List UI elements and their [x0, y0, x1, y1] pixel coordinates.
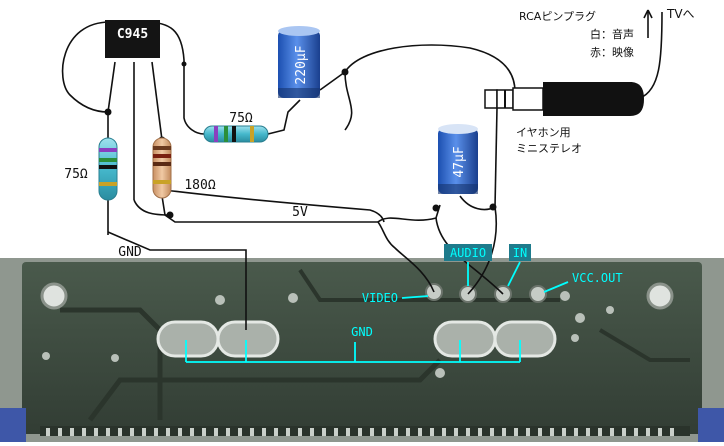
- diagram-labels: 75Ω 75Ω 180Ω 5V GND RCAピンプラグ 白：音声 赤：映像 T…: [64, 7, 694, 260]
- mini-stereo-plug: [484, 82, 644, 116]
- arrow-up-icon: [643, 9, 653, 19]
- white-label: 白：音声: [590, 27, 634, 41]
- tv-label: TVへ: [666, 7, 695, 21]
- resistor-180-label: 180Ω: [184, 178, 215, 193]
- jack-line1: イヤホン用: [516, 126, 571, 139]
- resistor-75-top: [203, 125, 269, 143]
- transistor-label: C945: [117, 27, 148, 42]
- pcb-board: [0, 258, 724, 442]
- capacitor-220uf: 220μF: [278, 26, 320, 98]
- resistor-75-top-label: 75Ω: [229, 111, 253, 126]
- red-label: 赤：映像: [590, 46, 634, 59]
- gnd-board-label: GND: [351, 325, 373, 339]
- in-label: IN: [513, 246, 527, 260]
- gnd-wire-label: GND: [118, 245, 142, 260]
- rca-title: RCAピンプラグ: [519, 9, 596, 23]
- resistor-180: [152, 137, 172, 199]
- vcc-out-label: VCC.OUT: [572, 271, 623, 285]
- resistor-75-left: [98, 137, 118, 201]
- v5-label: 5V: [292, 205, 308, 220]
- capacitor-47uf-label: 47μF: [452, 146, 467, 177]
- wiring: [61, 10, 663, 330]
- transistor-c945: C945: [105, 20, 160, 58]
- capacitor-220uf-label: 220μF: [294, 45, 309, 84]
- board-callouts: [185, 261, 569, 363]
- video-label: VIDEO: [362, 291, 398, 305]
- resistor-75-left-label: 75Ω: [64, 167, 88, 182]
- capacitor-47uf: 47μF: [438, 124, 478, 194]
- board-callout-labels: AUDIO IN VIDEO VCC.OUT GND: [351, 244, 623, 339]
- audio-label: AUDIO: [450, 246, 486, 260]
- jack-line2: ミニステレオ: [516, 142, 582, 155]
